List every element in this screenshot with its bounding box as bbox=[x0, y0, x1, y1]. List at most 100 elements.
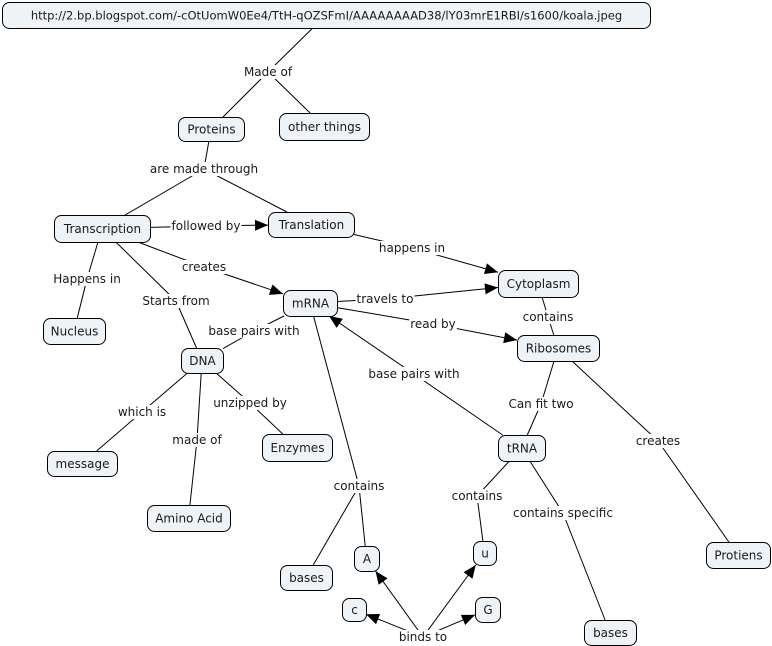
link-label-bg bbox=[242, 65, 294, 79]
concept-node-other[interactable]: other things bbox=[279, 113, 370, 141]
concept-node-transcription[interactable]: Transcription bbox=[54, 215, 151, 243]
link-label-base-pairs-trna[interactable]: base pairs with bbox=[367, 367, 461, 381]
link-label-starts-from[interactable]: Starts from bbox=[141, 294, 211, 308]
concept-node-box bbox=[268, 212, 355, 238]
link-label-text: creates bbox=[182, 260, 226, 274]
link-label-text: Happens in bbox=[53, 272, 121, 286]
concept-node-label: G bbox=[483, 603, 492, 617]
arrowhead-icon bbox=[463, 565, 476, 579]
concept-node-label: Translation bbox=[278, 218, 344, 232]
link-label-bg bbox=[116, 405, 168, 419]
concept-node-ribosomes[interactable]: Ribosomes bbox=[517, 335, 600, 362]
link-label-text: followed by bbox=[172, 219, 241, 233]
connector-line bbox=[222, 71, 269, 118]
connector-line bbox=[189, 439, 198, 506]
connector-line bbox=[657, 440, 730, 543]
concept-node-label: DNA bbox=[189, 354, 216, 368]
concept-node-label: mRNA bbox=[292, 297, 330, 311]
concept-node-label: tRNA bbox=[507, 442, 538, 456]
concept-node-bases1[interactable]: bases bbox=[280, 565, 333, 591]
link-label-text: made of bbox=[172, 433, 222, 447]
link-label-made-of-dna[interactable]: made of bbox=[171, 433, 224, 447]
concept-node-c[interactable]: c bbox=[342, 598, 367, 622]
link-labels-layer: Made of are made through followed by happen… bbox=[52, 65, 682, 644]
concept-node-translation[interactable]: Translation bbox=[268, 212, 355, 238]
connector-line bbox=[540, 360, 555, 405]
connector-line bbox=[175, 300, 197, 349]
concept-node-bases2[interactable]: bases bbox=[584, 620, 637, 646]
link-label-text: creates bbox=[636, 434, 680, 448]
concept-node-a[interactable]: A bbox=[354, 546, 380, 572]
link-label-can-fit-two[interactable]: Can fit two bbox=[507, 397, 575, 411]
link-label-creates-mrna[interactable]: creates bbox=[180, 260, 228, 274]
link-label-unzipped-by[interactable]: unzipped by bbox=[212, 396, 288, 410]
arrowhead-icon bbox=[483, 263, 498, 274]
link-label-happens-in-nuc[interactable]: Happens in bbox=[52, 272, 122, 286]
link-label-made-of[interactable]: Made of bbox=[242, 65, 294, 79]
connector-line bbox=[312, 485, 360, 566]
arrowhead-icon bbox=[375, 571, 388, 585]
connector-line bbox=[375, 570, 424, 638]
link-label-contains-ribo[interactable]: contains bbox=[521, 310, 575, 324]
concept-node-box bbox=[498, 270, 579, 298]
concept-node-mrna[interactable]: mRNA bbox=[283, 290, 338, 317]
link-label-creates-prot[interactable]: creates bbox=[634, 434, 682, 448]
link-label-bg bbox=[170, 219, 242, 233]
link-label-text: contains bbox=[334, 479, 385, 493]
concept-node-trna[interactable]: tRNA bbox=[498, 435, 546, 462]
concept-node-box bbox=[262, 434, 333, 462]
connector-line bbox=[571, 360, 659, 442]
link-label-are-made-through[interactable]: are made through bbox=[148, 162, 260, 176]
concept-node-enzymes[interactable]: Enzymes bbox=[262, 434, 333, 462]
concept-node-label: Amino Acid bbox=[155, 512, 223, 526]
concept-node-label: other things bbox=[288, 120, 361, 134]
link-label-bg bbox=[397, 630, 449, 644]
concept-node-aminoacid[interactable]: Amino Acid bbox=[147, 505, 231, 532]
link-label-happens-in-cyto[interactable]: happens in bbox=[377, 241, 447, 255]
concept-node-protiens[interactable]: Protiens bbox=[706, 542, 771, 569]
connector-line bbox=[203, 168, 288, 213]
link-label-read-by[interactable]: read by bbox=[409, 317, 457, 331]
concept-node-g[interactable]: G bbox=[475, 597, 501, 623]
concept-node-label: Ribosomes bbox=[526, 342, 592, 356]
link-label-travels-to[interactable]: travels to bbox=[355, 292, 415, 306]
link-label-binds-to[interactable]: binds to bbox=[397, 630, 449, 644]
connector-line bbox=[267, 27, 314, 73]
concept-node-box bbox=[342, 598, 367, 622]
edges-layer bbox=[76, 27, 730, 638]
concept-node-label: c bbox=[351, 603, 358, 617]
connector-line bbox=[196, 372, 202, 441]
link-label-bg bbox=[367, 367, 461, 381]
arrowhead-icon bbox=[503, 332, 517, 344]
link-label-contains-mrna[interactable]: contains bbox=[332, 479, 386, 493]
arrowhead-icon bbox=[484, 283, 498, 295]
concept-node-u[interactable]: u bbox=[473, 541, 497, 566]
arrowhead-icon bbox=[366, 613, 381, 625]
link-label-text: which is bbox=[118, 405, 166, 419]
link-label-text: travels to bbox=[357, 292, 414, 306]
link-label-bg bbox=[355, 292, 415, 306]
link-label-contains-specific[interactable]: contains specific bbox=[512, 506, 614, 520]
link-label-which-is[interactable]: which is bbox=[116, 405, 168, 419]
connector-line bbox=[529, 460, 564, 514]
concept-node-proteins[interactable]: Proteins bbox=[178, 117, 245, 142]
concept-node-nucleus[interactable]: Nucleus bbox=[43, 318, 106, 345]
link-label-bg bbox=[148, 162, 260, 176]
link-label-bg bbox=[521, 310, 575, 324]
concept-node-message[interactable]: message bbox=[47, 451, 118, 477]
concept-node-url[interactable]: http://2.bp.blogspot.com/-cOtUomW0Ee4/Tt… bbox=[2, 2, 651, 29]
link-label-contains-trna[interactable]: contains bbox=[450, 489, 504, 503]
link-label-base-pairs-dna[interactable]: base pairs with bbox=[207, 324, 301, 338]
link-label-text: are made through bbox=[150, 162, 258, 176]
arrowhead-icon bbox=[254, 219, 268, 231]
concept-node-box bbox=[54, 215, 151, 243]
concept-node-cytoplasm[interactable]: Cytoplasm bbox=[498, 270, 579, 298]
concept-node-label: Proteins bbox=[187, 123, 235, 137]
concept-node-box bbox=[706, 542, 771, 569]
concept-node-dna[interactable]: DNA bbox=[181, 348, 224, 374]
link-label-text: base pairs with bbox=[208, 324, 299, 338]
concept-node-label: http://2.bp.blogspot.com/-cOtUomW0Ee4/Tt… bbox=[31, 9, 622, 23]
link-label-followed-by[interactable]: followed by bbox=[170, 219, 242, 233]
connector-line bbox=[358, 485, 366, 547]
